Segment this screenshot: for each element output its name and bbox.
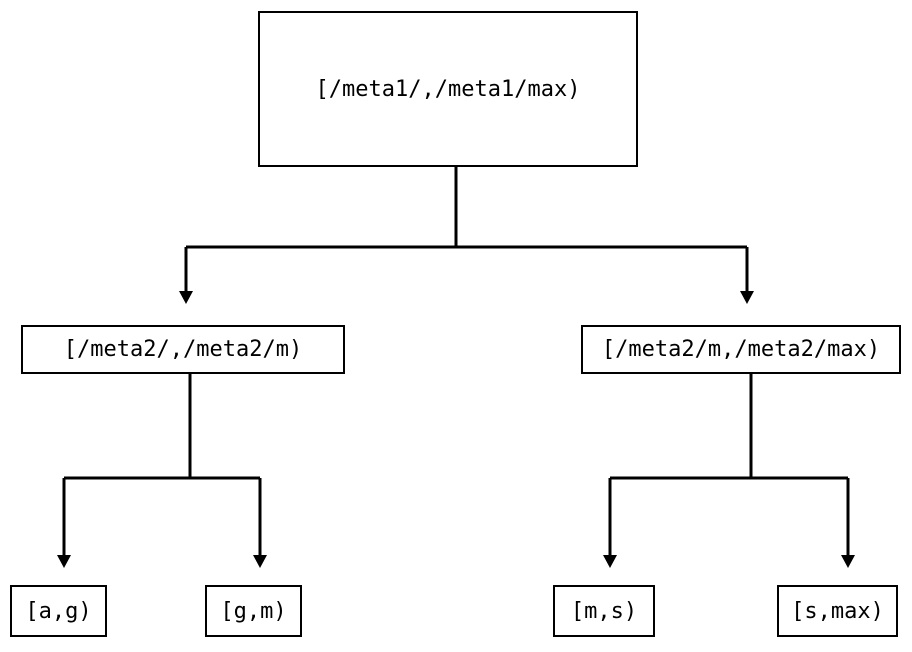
arrowhead-to-leaf-1 <box>57 555 71 568</box>
node-leaf-a-g[interactable]: [a,g) <box>10 585 107 637</box>
node-leaf-m-s[interactable]: [m,s) <box>553 585 655 637</box>
arrowhead-to-leaf-2 <box>253 555 267 568</box>
arrowhead-to-leaf-3 <box>603 555 617 568</box>
node-mid-right-label: [/meta2/m,/meta2/max) <box>601 337 881 362</box>
node-leaf-m-s-label: [m,s) <box>570 598 638 624</box>
arrowhead-to-mid-right <box>740 291 754 304</box>
node-mid-left-label: [/meta2/,/meta2/m) <box>63 337 303 362</box>
node-leaf-g-m[interactable]: [g,m) <box>205 585 302 637</box>
node-root-label: [/meta1/,/meta1/max) <box>315 76 581 102</box>
arrowhead-to-mid-left <box>179 291 193 304</box>
node-mid-right[interactable]: [/meta2/m,/meta2/max) <box>581 325 901 374</box>
arrowhead-to-leaf-4 <box>841 555 855 568</box>
node-root[interactable]: [/meta1/,/meta1/max) <box>258 11 638 167</box>
node-leaf-s-max-label: [s,max) <box>791 598 884 624</box>
node-leaf-a-g-label: [a,g) <box>25 598 92 624</box>
node-leaf-s-max[interactable]: [s,max) <box>777 585 898 637</box>
node-mid-left[interactable]: [/meta2/,/meta2/m) <box>21 325 345 374</box>
node-leaf-g-m-label: [g,m) <box>220 598 287 624</box>
